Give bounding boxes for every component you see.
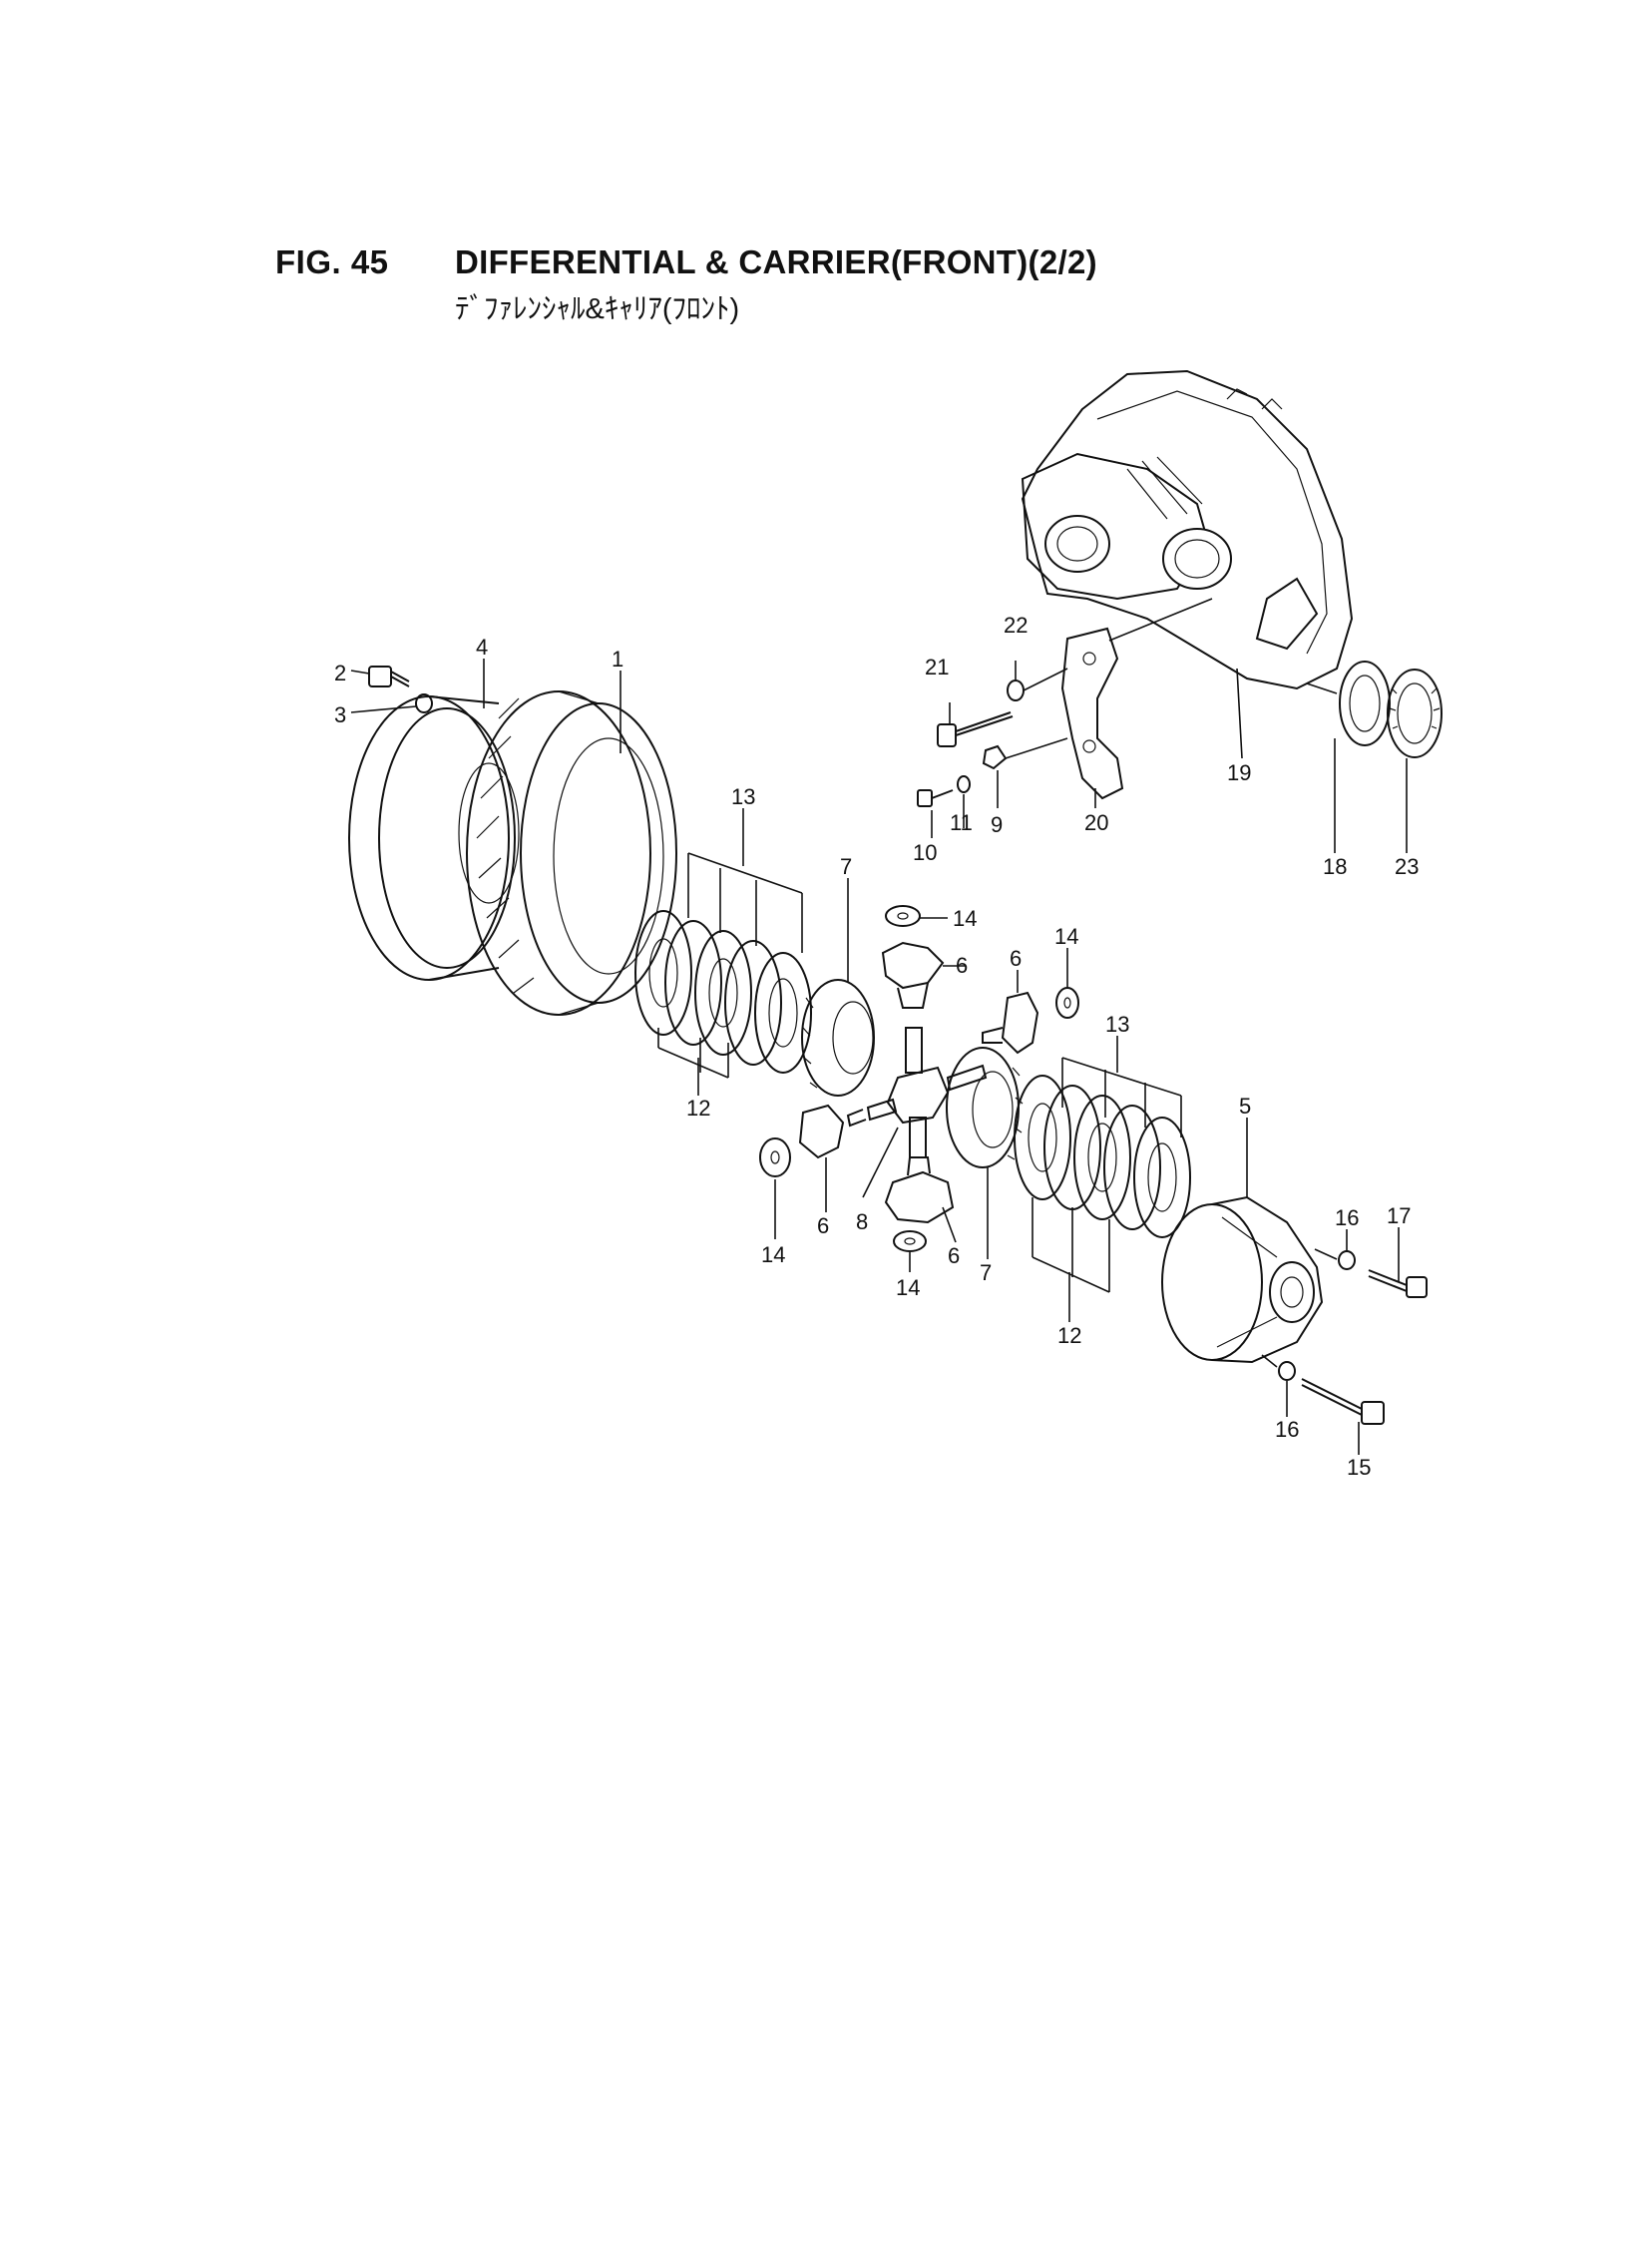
figure-number: FIG. 45 (275, 243, 389, 280)
bolt (1368, 1269, 1428, 1298)
spider-cross-shaft (846, 1027, 988, 1158)
hex-bolt (368, 666, 410, 687)
ring-gear (466, 690, 677, 1016)
clutch-disc-pack-left (634, 910, 812, 1074)
callout-23: 14 (896, 1275, 920, 1300)
lock-washer (415, 693, 433, 713)
callout-8: 6 (817, 1213, 829, 1238)
callout-19: 13 (1105, 1012, 1129, 1037)
callout-15: 11 (950, 810, 973, 835)
callout-24: 15 (1347, 1455, 1371, 1480)
small-washer (957, 775, 971, 793)
pinion-gear (982, 991, 1039, 1055)
callout-30: 20 (1084, 810, 1108, 835)
washer (1278, 1361, 1296, 1381)
callout-31: 21 (925, 655, 949, 680)
side-gear (801, 979, 875, 1097)
callout-14: 10 (913, 840, 937, 865)
callout-6: 6 (956, 953, 968, 978)
figure-subtitle-japanese: ﾃﾞﾌｧﾚﾝｼｬﾙ&ｷｬﾘｱ(ﾌﾛﾝﾄ) (455, 293, 740, 325)
bearing-cap (1060, 627, 1124, 800)
bolt (937, 711, 1014, 747)
lock-plate (982, 744, 1008, 770)
adjusting-nut (1387, 669, 1443, 758)
callout-26: 16 (1275, 1417, 1299, 1442)
pinion-gear (881, 941, 945, 1009)
thrust-washer (885, 905, 921, 927)
callout-7: 6 (1010, 946, 1022, 971)
callout-5: 5 (1239, 1094, 1251, 1119)
callout-1: 2 (334, 661, 346, 685)
callout-29: 19 (1227, 760, 1251, 785)
thrust-washer (759, 1137, 791, 1177)
small-bolt (917, 789, 954, 807)
callout-9: 6 (948, 1243, 960, 1268)
callout-3: 4 (476, 635, 488, 660)
carrier-housing (1021, 369, 1354, 690)
callout-11: 7 (980, 1260, 992, 1285)
callout-10: 7 (840, 854, 852, 879)
pinion-gear (798, 1104, 845, 1159)
callout-20: 14 (953, 906, 977, 931)
clutch-disc-pack-right (1014, 1075, 1191, 1238)
pinion-gear (884, 1156, 955, 1224)
differential-case-half (1161, 1195, 1324, 1364)
differential-case-half (348, 695, 520, 981)
long-bolt (1301, 1378, 1385, 1425)
callout-27: 17 (1387, 1203, 1411, 1228)
callout-12: 8 (856, 1209, 868, 1234)
callout-18: 13 (731, 784, 755, 809)
callout-33: 23 (1395, 854, 1419, 879)
washer (1007, 680, 1025, 701)
callout-32: 22 (1004, 613, 1028, 638)
figure-title: DIFFERENTIAL & CARRIER(FRONT)(2/2) (455, 243, 1097, 280)
callout-22: 14 (761, 1242, 785, 1267)
thrust-washer (893, 1230, 927, 1252)
callout-13: 9 (991, 812, 1003, 837)
callout-2: 3 (334, 702, 346, 727)
callout-21: 14 (1054, 924, 1078, 949)
thrust-washer (1055, 987, 1079, 1019)
washer (1338, 1250, 1356, 1270)
side-gear (946, 1047, 1024, 1168)
bearing (1339, 661, 1391, 746)
callout-17: 12 (1057, 1323, 1081, 1348)
callout-28: 18 (1323, 854, 1347, 879)
callout-16: 12 (686, 1096, 710, 1121)
callout-25: 16 (1335, 1205, 1359, 1230)
callout-4: 1 (612, 647, 623, 672)
